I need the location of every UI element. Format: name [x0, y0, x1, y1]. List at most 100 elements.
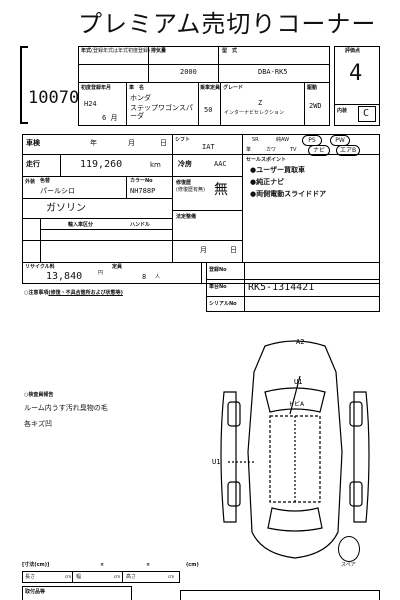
- bottom-right-box: [180, 590, 380, 600]
- inspection-day: 日: [160, 139, 167, 147]
- first-reg-label: 初度登録年月: [81, 85, 112, 91]
- interior-score: C: [363, 108, 370, 119]
- history-value: 無: [214, 182, 228, 198]
- drive-label: 駆動: [307, 85, 318, 91]
- left-side-panel: [220, 391, 237, 523]
- lot-bracket-left: [20, 46, 28, 124]
- size-row: [寸法(cm)] × × (cm): [22, 562, 199, 568]
- mileage-unit: km: [150, 161, 161, 169]
- inspection-label: 車検: [26, 139, 40, 147]
- equip-navi-circled: ナビ: [308, 145, 330, 156]
- legal-day: 日: [230, 246, 237, 254]
- car-damage-diagram: A2 U1 U1 トビA: [212, 338, 370, 559]
- grade-value: Z: [258, 99, 263, 107]
- rear-right-wheel: [349, 481, 363, 507]
- color-code: NH788P: [130, 187, 156, 195]
- inspector-note-1: ルーム内うす汚れ臭物の毛: [24, 404, 108, 412]
- equip-leather: 革: [246, 147, 252, 153]
- model-code: DBA-RK5: [258, 68, 288, 76]
- engine-label: 排気量: [151, 48, 167, 54]
- evaluation-box: [334, 46, 380, 126]
- mark-hood: トビA: [288, 400, 305, 408]
- history-sub: (修復歴有無): [176, 187, 205, 193]
- car-maker: ホンダ: [130, 94, 151, 102]
- color-code-label: カラーNo: [130, 178, 153, 184]
- shift-value: IAT: [202, 143, 215, 151]
- inspection-month: 月: [128, 139, 135, 147]
- recycle-label: リサイクル料: [25, 264, 55, 270]
- sales-point-label: セールスポイント: [246, 157, 287, 163]
- header-grid: [78, 46, 330, 126]
- sheet-title: プレミアム売切りコーナー: [78, 10, 377, 38]
- drive-value: 2WD: [309, 102, 322, 110]
- front-right-wheel: [349, 401, 363, 427]
- recycle-unit: 円: [98, 270, 104, 276]
- car-body-outline: [247, 340, 343, 559]
- recycle-row: [22, 262, 202, 284]
- equip-airbag-circled: エアB: [336, 145, 360, 156]
- model-label: 型 式: [222, 48, 238, 54]
- dims-row: [22, 571, 180, 583]
- sales-point-2: ●純正ナビ: [250, 178, 285, 186]
- legal-label: 法定整備: [176, 214, 197, 220]
- year-value: H24: [84, 100, 97, 108]
- handle-label: ハンドル: [130, 222, 151, 228]
- lot-number: 10070: [28, 88, 80, 108]
- sales-point-1: ●ユーザー買取車: [250, 166, 305, 174]
- car-name-label: 車 名: [129, 85, 145, 91]
- roof: [269, 415, 321, 503]
- equip-alloy: 純AW: [276, 137, 290, 143]
- mark-u1-side: U1: [212, 458, 220, 466]
- grade-sub: インターナビセレクション: [224, 110, 285, 116]
- id-numbers-box: [206, 262, 380, 312]
- inspector-label: ○検査員報告: [24, 392, 54, 398]
- chassis-label: 車台No: [209, 284, 227, 290]
- color-label: 色替: [40, 178, 51, 184]
- recycle-value: 13,840: [46, 271, 83, 282]
- grade-label: グレード: [223, 85, 244, 91]
- import-label: 輸入車区分: [68, 222, 94, 228]
- equip-kawa: カワ: [266, 147, 277, 153]
- fuel-value: ガソリン: [46, 203, 86, 214]
- notice: ○注意事項(修復・不具合箇所および状態等): [24, 290, 123, 296]
- grade-score: 4: [349, 61, 363, 86]
- interior-label: 内装: [337, 108, 348, 114]
- inspection-year: 年: [90, 139, 97, 147]
- attachments-box: [22, 586, 132, 600]
- front-left-wheel: [227, 401, 241, 427]
- month-value: 6 月: [102, 114, 118, 122]
- hood-pointer: [289, 375, 301, 415]
- chassis-value: RK5-1314421: [248, 282, 315, 293]
- mileage-label: 走行: [26, 160, 40, 168]
- seats-label: 乗車定員: [200, 85, 221, 91]
- equip-sr: SR: [252, 137, 259, 143]
- year-label: 年式(登録年式は年式初度登録): [81, 48, 150, 54]
- seats-value: 50: [204, 106, 213, 114]
- car-name: ステップワゴンスパーダ: [130, 104, 193, 120]
- inspector-note-2: 各キズ凹: [24, 420, 52, 428]
- shift-label: シフト: [175, 137, 191, 143]
- right-side-panel: [353, 391, 370, 523]
- spare-label: スペア: [341, 562, 356, 568]
- color-value: パールシロ: [40, 187, 75, 195]
- capacity-label: 定員: [112, 264, 123, 270]
- reg-no-label: 登録No: [209, 267, 227, 273]
- capacity-unit: 人: [155, 274, 161, 280]
- attachments-label: 取付品等: [25, 589, 46, 595]
- mileage-value: 119,260: [80, 159, 123, 170]
- capacity-value: 8: [142, 273, 147, 281]
- rear-window: [267, 507, 323, 532]
- exterior-label: 外装: [25, 179, 36, 185]
- engine-cc: 2000: [180, 68, 197, 76]
- mark-a2: A2: [296, 338, 304, 346]
- evaluation-label: 評価点: [345, 48, 361, 54]
- spare-tire-icon: [338, 536, 360, 562]
- ac-label: 冷房: [178, 160, 192, 168]
- windshield: [264, 387, 326, 413]
- mark-u1-top: U1: [294, 378, 302, 386]
- equip-tv: TV: [290, 147, 297, 153]
- rear-left-wheel: [227, 481, 241, 507]
